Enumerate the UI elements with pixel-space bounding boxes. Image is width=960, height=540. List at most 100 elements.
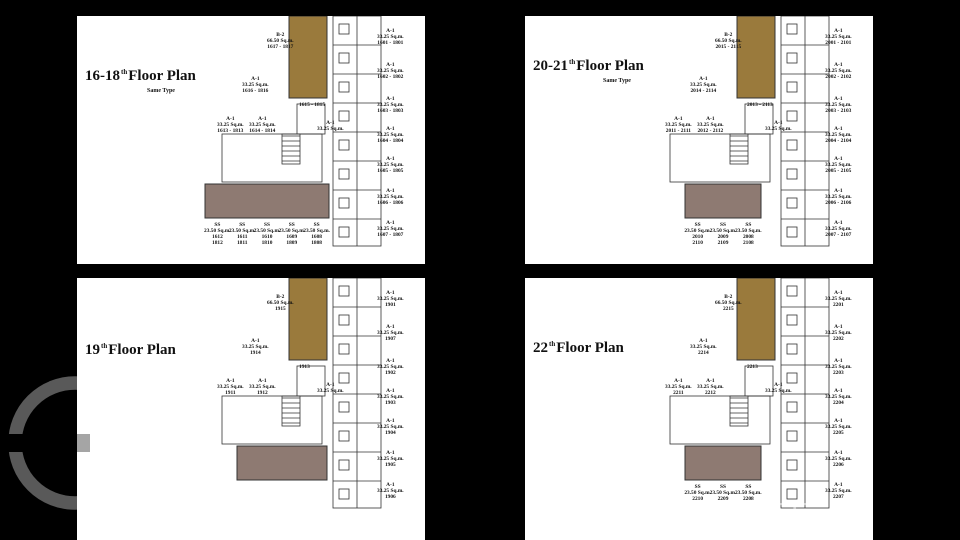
unit-units: 2007 - 2107 bbox=[825, 232, 852, 238]
unit-size: 33.25 Sq.m. bbox=[825, 102, 852, 108]
stair-core bbox=[729, 133, 749, 165]
unit-size: 33.25 Sq.m. bbox=[377, 424, 404, 430]
unit-units: 2004 - 2104 bbox=[825, 138, 852, 144]
balcony bbox=[786, 372, 798, 384]
unit-type: A-1 bbox=[386, 220, 395, 226]
unit-type: A-1 bbox=[386, 188, 395, 194]
unit-size: 33.25 Sq.m. bbox=[697, 384, 724, 390]
plan-title-text: Floor Plan bbox=[128, 68, 196, 84]
lift-lobby bbox=[744, 103, 774, 135]
balcony bbox=[338, 23, 350, 35]
unit-size: 33.25 Sq.m. bbox=[697, 122, 724, 128]
balcony bbox=[786, 197, 798, 209]
ss-unit-top: 1609 bbox=[286, 234, 298, 240]
unit-size: 66.50 Sq.m. bbox=[715, 300, 742, 306]
core-area bbox=[669, 133, 771, 183]
ss-unit-top: 2010 bbox=[692, 234, 704, 240]
unit-type: A-1 bbox=[834, 418, 843, 424]
unit-type: A-1 bbox=[386, 96, 395, 102]
unit-type: A-1 bbox=[834, 388, 843, 394]
unit-units: 1906 bbox=[384, 494, 396, 500]
ss-unit-type: SS bbox=[694, 484, 701, 490]
unit-units: 1616 - 1816 bbox=[242, 88, 269, 94]
ss-unit-size: 23.50 Sq.m. bbox=[709, 490, 737, 496]
ss-unit-size: 23.50 Sq.m. bbox=[709, 228, 737, 234]
unit-units: 1614 - 1814 bbox=[249, 128, 276, 134]
plan-title-floors: 19 bbox=[85, 342, 100, 358]
unit-size: 33.25 Sq.m. bbox=[242, 82, 269, 88]
unit-label: 2013 - 2113 bbox=[747, 102, 773, 108]
plan-subtitle: Same Type bbox=[147, 88, 175, 94]
ss-unit-type: SS bbox=[239, 222, 246, 228]
b2-unit bbox=[288, 278, 328, 361]
unit-units: 2211 bbox=[673, 390, 684, 396]
unit-units: 2215 bbox=[722, 306, 734, 312]
unit-type: A-1 bbox=[699, 338, 708, 344]
unit-units: 2206 bbox=[832, 462, 844, 468]
ss-unit-top: 2009 bbox=[717, 234, 729, 240]
plan-title-text: Floor Plan bbox=[108, 342, 176, 358]
ss-unit-top: 2210 bbox=[692, 496, 704, 502]
ss-unit-top: 2008 bbox=[742, 234, 754, 240]
stair-core bbox=[729, 395, 749, 427]
balcony bbox=[338, 197, 350, 209]
plan-title: 20-21thFloor Plan bbox=[533, 58, 644, 75]
unit-type: A-1 bbox=[834, 28, 843, 34]
balcony bbox=[786, 52, 798, 64]
balcony bbox=[786, 314, 798, 326]
ss-unit-size: 23.50 Sq.m. bbox=[734, 228, 762, 234]
ss-unit-size: 23.50 Sq.m. bbox=[204, 228, 231, 234]
unit-size: 33.25 Sq.m. bbox=[825, 194, 852, 200]
unit-type: A-1 bbox=[774, 382, 783, 388]
unit-type: A-1 bbox=[251, 338, 260, 344]
unit-units: 1901 bbox=[384, 302, 396, 308]
unit-size: 33.25 Sq.m. bbox=[825, 226, 852, 232]
unit-units: 2214 bbox=[697, 350, 709, 356]
ss-unit-type: SS bbox=[264, 222, 270, 228]
balcony bbox=[786, 226, 798, 238]
unit-size: 33.25 Sq.m. bbox=[377, 226, 404, 232]
unit-size: 66.50 Sq.m. bbox=[715, 38, 742, 44]
unit-size: 33.25 Sq.m. bbox=[377, 456, 404, 462]
ss-unit-bot: 1808 bbox=[311, 240, 322, 246]
plan-title: 22thFloor Plan bbox=[533, 340, 624, 357]
ss-unit-bot: 1811 bbox=[236, 240, 248, 246]
unit-type: A-1 bbox=[834, 96, 843, 102]
unit-type: A-1 bbox=[386, 156, 395, 162]
unit-type: A-1 bbox=[706, 116, 715, 122]
floor-plan-drawing bbox=[669, 278, 830, 509]
ss-unit-bot: 2110 bbox=[692, 240, 703, 246]
unit-type: B-2 bbox=[724, 294, 733, 300]
ss-unit-type: SS bbox=[745, 222, 752, 228]
unit-units: 2213 bbox=[747, 364, 758, 370]
unit-size: 33.25 Sq.m. bbox=[249, 122, 276, 128]
unit-units: 2204 bbox=[832, 400, 844, 406]
balcony bbox=[338, 139, 350, 151]
unit-size: 33.25 Sq.m. bbox=[825, 424, 852, 430]
b2-unit bbox=[288, 16, 328, 99]
ss-unit-size: 23.50 Sq.m. bbox=[228, 228, 256, 234]
ss-units-block bbox=[684, 183, 762, 219]
unit-units: 1904 bbox=[384, 430, 396, 436]
balcony bbox=[338, 459, 350, 471]
unit-units: 1603 - 1803 bbox=[377, 108, 404, 114]
